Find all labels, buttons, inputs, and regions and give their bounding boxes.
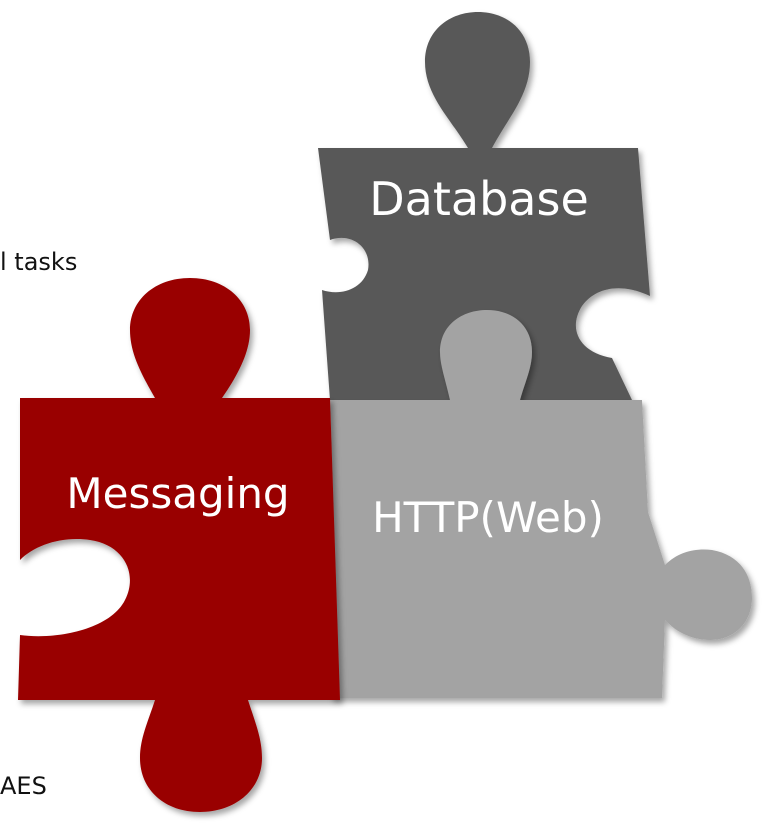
database-piece	[318, 12, 650, 400]
http-piece	[228, 310, 752, 698]
database-label: Database	[369, 172, 589, 226]
fragment-tasks: l tasks	[0, 248, 78, 276]
fragment-aes: AES	[0, 772, 47, 800]
http-label: HTTP(Web)	[372, 493, 604, 542]
messaging-label: Messaging	[66, 469, 289, 518]
messaging-piece	[18, 278, 340, 812]
